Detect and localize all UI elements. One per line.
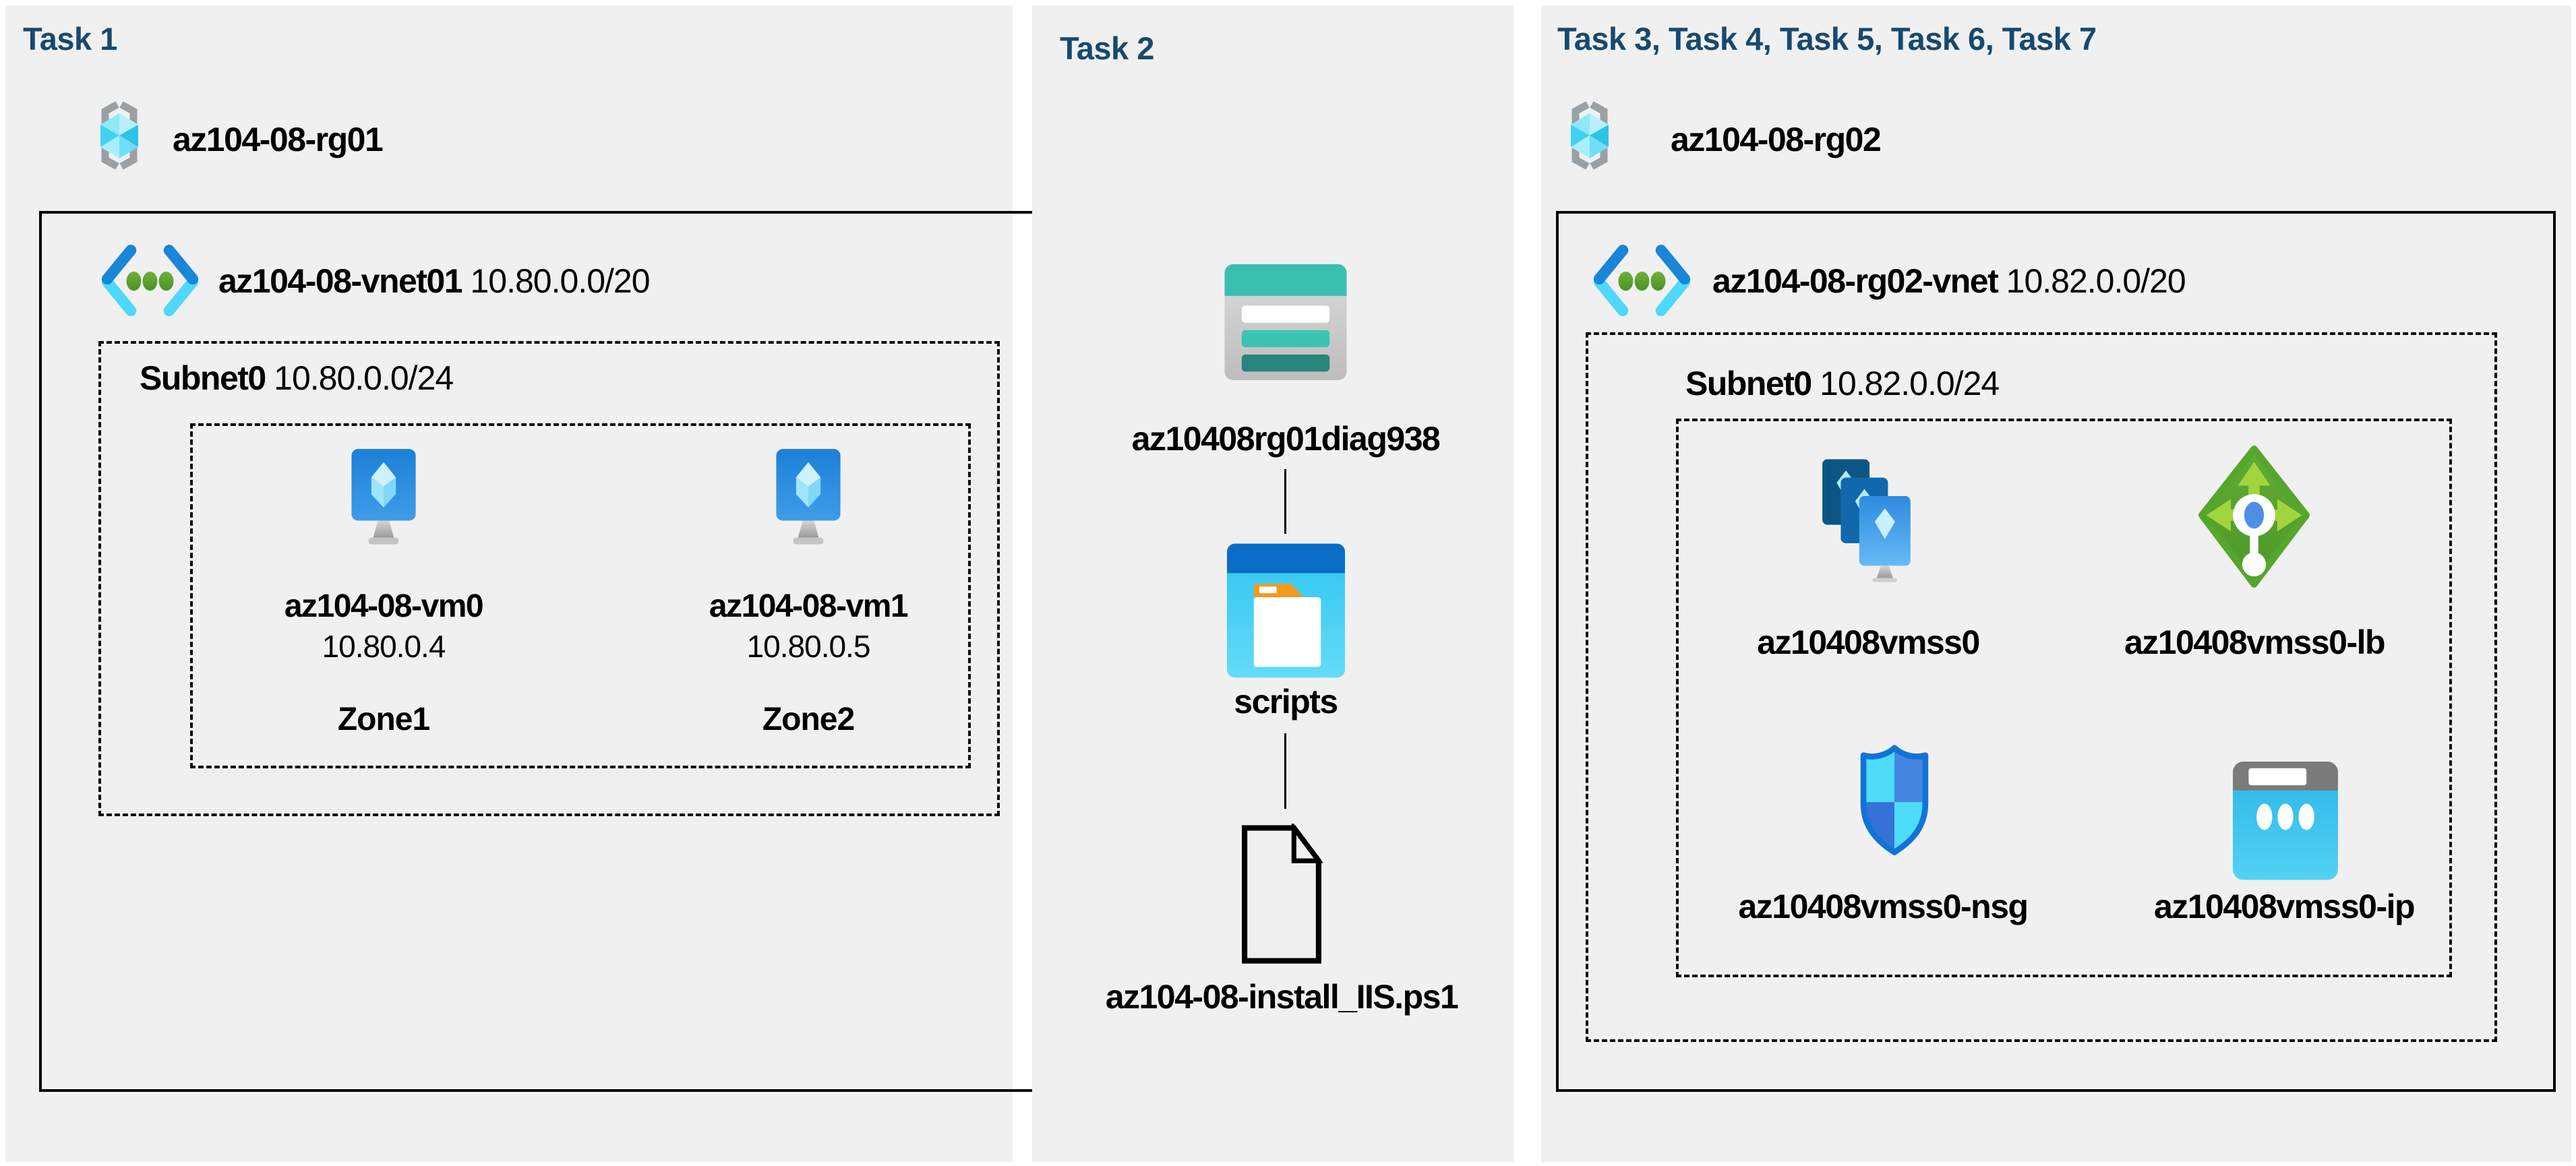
resource-group-icon — [1571, 101, 1609, 170]
task3-subnet-box — [1586, 332, 2497, 1042]
subnet-cidr: 10.82.0.0/24 — [1820, 365, 2000, 402]
subnet-cidr: 10.80.0.0/24 — [274, 359, 454, 397]
file-icon — [1242, 824, 1323, 964]
task3-vnet-box — [1556, 211, 2556, 1092]
vnet-cidr: 10.80.0.0/20 — [470, 262, 650, 300]
storage-account-icon — [1224, 264, 1347, 380]
load-balancer-name: az10408vmss0-lb — [2124, 623, 2386, 661]
nsg-name: az10408vmss0-nsg — [1738, 888, 2029, 925]
subnet-name: Subnet0 — [1685, 365, 1812, 402]
panel-task3 — [1541, 5, 2571, 1162]
subnet-label: Subnet0 10.80.0.0/24 — [140, 359, 454, 398]
public-ip-icon — [2233, 762, 2338, 880]
vm-zone: Zone1 — [337, 702, 430, 737]
nsg-icon — [1860, 745, 1929, 855]
vnet-icon — [1593, 245, 1691, 317]
vm-icon — [776, 449, 841, 545]
container-name: scripts — [1234, 683, 1338, 720]
vnet-cidr: 10.82.0.0/20 — [2006, 262, 2186, 300]
connector-line — [1284, 733, 1286, 809]
vm-icon — [351, 449, 416, 545]
vmss-icon — [1822, 459, 1911, 582]
vm-name: az104-08-vm0 — [284, 588, 484, 624]
vmss-name: az10408vmss0 — [1757, 623, 1980, 661]
vnet-name: az104-08-vnet01 — [218, 262, 463, 300]
vnet-icon — [101, 245, 199, 317]
connector-line — [1284, 469, 1286, 534]
load-balancer-icon — [2198, 446, 2310, 588]
storage-account-name: az10408rg01diag938 — [1131, 420, 1441, 458]
task3-title: Task 3, Task 4, Task 5, Task 6, Task 7 — [1557, 21, 2097, 57]
task1-title: Task 1 — [23, 21, 117, 57]
task2-title: Task 2 — [1060, 30, 1154, 66]
resource-group-name: az104-08-rg01 — [173, 121, 384, 158]
task3-resources-box — [1676, 419, 2452, 977]
vm-ip: 10.80.0.4 — [322, 629, 446, 664]
subnet-label: Subnet0 10.82.0.0/24 — [1685, 364, 2000, 403]
panel-task1 — [5, 5, 1013, 1162]
vm-name: az104-08-vm1 — [709, 588, 909, 624]
task1-zones-box — [190, 423, 971, 768]
vm-zone: Zone2 — [762, 702, 855, 737]
vm-ip: 10.80.0.5 — [746, 629, 871, 664]
vnet-label: az104-08-vnet01 10.80.0.0/20 — [218, 262, 651, 301]
resource-group-icon — [100, 101, 138, 170]
vnet-label: az104-08-rg02-vnet 10.82.0.0/20 — [1712, 262, 2186, 301]
task1-subnet-box — [98, 341, 1000, 816]
script-file-name: az104-08-install_IIS.ps1 — [1105, 978, 1459, 1016]
vnet-name: az104-08-rg02-vnet — [1712, 262, 1999, 300]
folder-icon — [1227, 543, 1345, 678]
resource-group-name: az104-08-rg02 — [1671, 121, 1882, 158]
public-ip-name: az10408vmss0-ip — [2153, 888, 2416, 925]
subnet-name: Subnet0 — [140, 359, 266, 397]
